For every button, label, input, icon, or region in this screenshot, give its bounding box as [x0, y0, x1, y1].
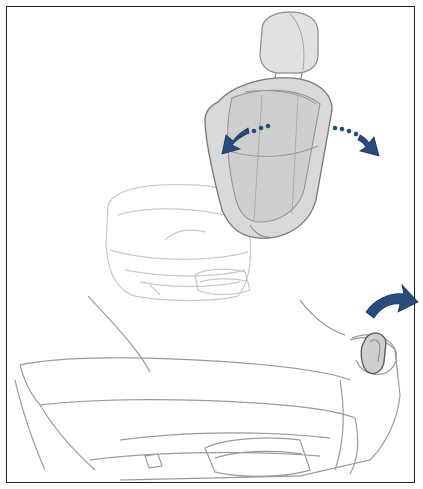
- recline-lever: [361, 333, 386, 373]
- arrow-up-curved-icon: [366, 285, 418, 318]
- seat-base-closeup: [15, 296, 400, 480]
- arrow-right-curved-icon: [333, 126, 379, 156]
